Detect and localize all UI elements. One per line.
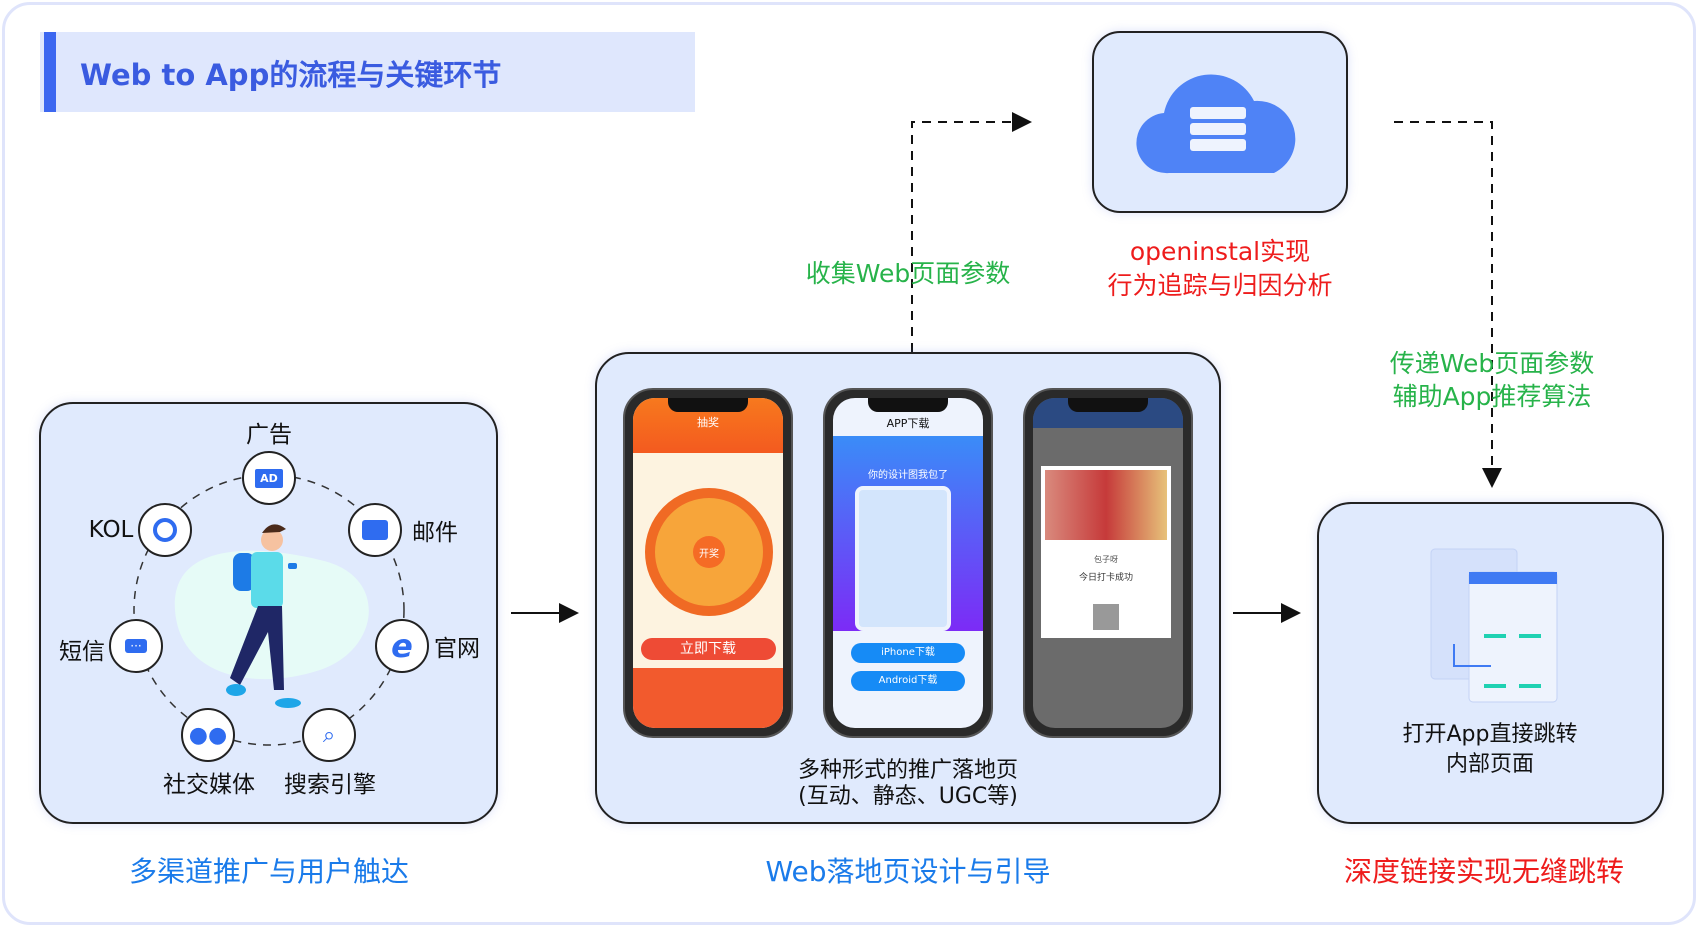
cloud-box: [1092, 31, 1348, 213]
search-icon: ⌕: [322, 722, 336, 748]
label-website: 官网: [434, 636, 480, 662]
caption-right: 深度链接实现无缝跳转: [1343, 855, 1625, 888]
android-download-button: Android下载: [851, 671, 965, 691]
deeplink-line1: 打开App直接跳转: [1402, 722, 1578, 747]
email-node: [348, 503, 402, 557]
deeplink-line2: 内部页面: [1445, 752, 1535, 777]
app-download-title: APP下载: [886, 417, 930, 430]
ugc-username: 包子呀: [1094, 555, 1118, 564]
caption-left: 多渠道推广与用户触达: [128, 855, 410, 888]
kol-node: [138, 503, 192, 557]
page-title: Web to App的流程与关键环节: [80, 58, 502, 92]
prize-wheel: 开奖: [645, 488, 773, 616]
caption-middle: Web落地页设计与引导: [765, 855, 1051, 888]
label-sms: 短信: [59, 639, 105, 665]
iphone-download-button: iPhone下载: [851, 643, 965, 663]
ugc-checkin-text: 今日打卡成功: [1078, 573, 1133, 583]
pass-params-line2: 辅助App推荐算法: [1392, 382, 1592, 411]
mail-icon: [362, 520, 388, 540]
channel-ring: [133, 474, 405, 746]
search-node: ⌕: [302, 708, 356, 762]
landing-pages-line2: (互动、静态、UGC等): [798, 784, 1018, 809]
pass-params-line1: 传递Web页面参数: [1389, 349, 1595, 378]
label-kol: KOL: [88, 517, 134, 543]
phone-lottery: 抽奖 开奖 立即下载: [623, 388, 793, 738]
label-social: 社交媒体: [163, 772, 255, 798]
browser-e-icon: e: [391, 627, 413, 665]
lottery-title: 抽奖: [697, 416, 719, 429]
label-email: 邮件: [412, 520, 458, 546]
walking-person-illustration: [226, 524, 301, 708]
social-node: ●●: [181, 708, 235, 762]
phone-app-download: APP下载 你的设计图我包了 iPhone下载 Android下载: [823, 388, 993, 738]
label-search: 搜索引擎: [284, 772, 376, 798]
download-now-button: 立即下载: [640, 638, 776, 660]
landing-pages-line1: 多种形式的推广落地页: [797, 758, 1019, 783]
ad-icon: AD: [255, 468, 283, 488]
sms-node: ···: [109, 619, 163, 673]
cloud-label-line2: 行为追踪与归因分析: [1107, 271, 1333, 300]
cloud-label-line1: openinstal实现: [1129, 237, 1311, 266]
ad-node: AD: [242, 451, 296, 505]
website-node: e: [375, 619, 429, 673]
cloud-server-icon: [1136, 74, 1296, 174]
collect-params-label: 收集Web页面参数: [805, 259, 1011, 288]
broadcast-icon: [153, 518, 177, 542]
app-pages-icon: [1430, 548, 1558, 703]
deeplink-box: [1317, 502, 1664, 824]
label-ad: 广告: [246, 422, 292, 448]
app-download-subtitle: 你的设计图我包了: [868, 470, 948, 481]
chat-bubbles-icon: ●●: [188, 722, 228, 748]
pass-dashed-arrow: [1394, 121, 1502, 488]
collect-dashed-arrow: [911, 112, 1032, 352]
phone-ugc-checkin: 包子呀 今日打卡成功: [1023, 388, 1193, 738]
message-icon: ···: [125, 639, 147, 653]
title-accent-bar: [44, 32, 56, 112]
title-banner: Web to App的流程与关键环节: [40, 32, 695, 112]
